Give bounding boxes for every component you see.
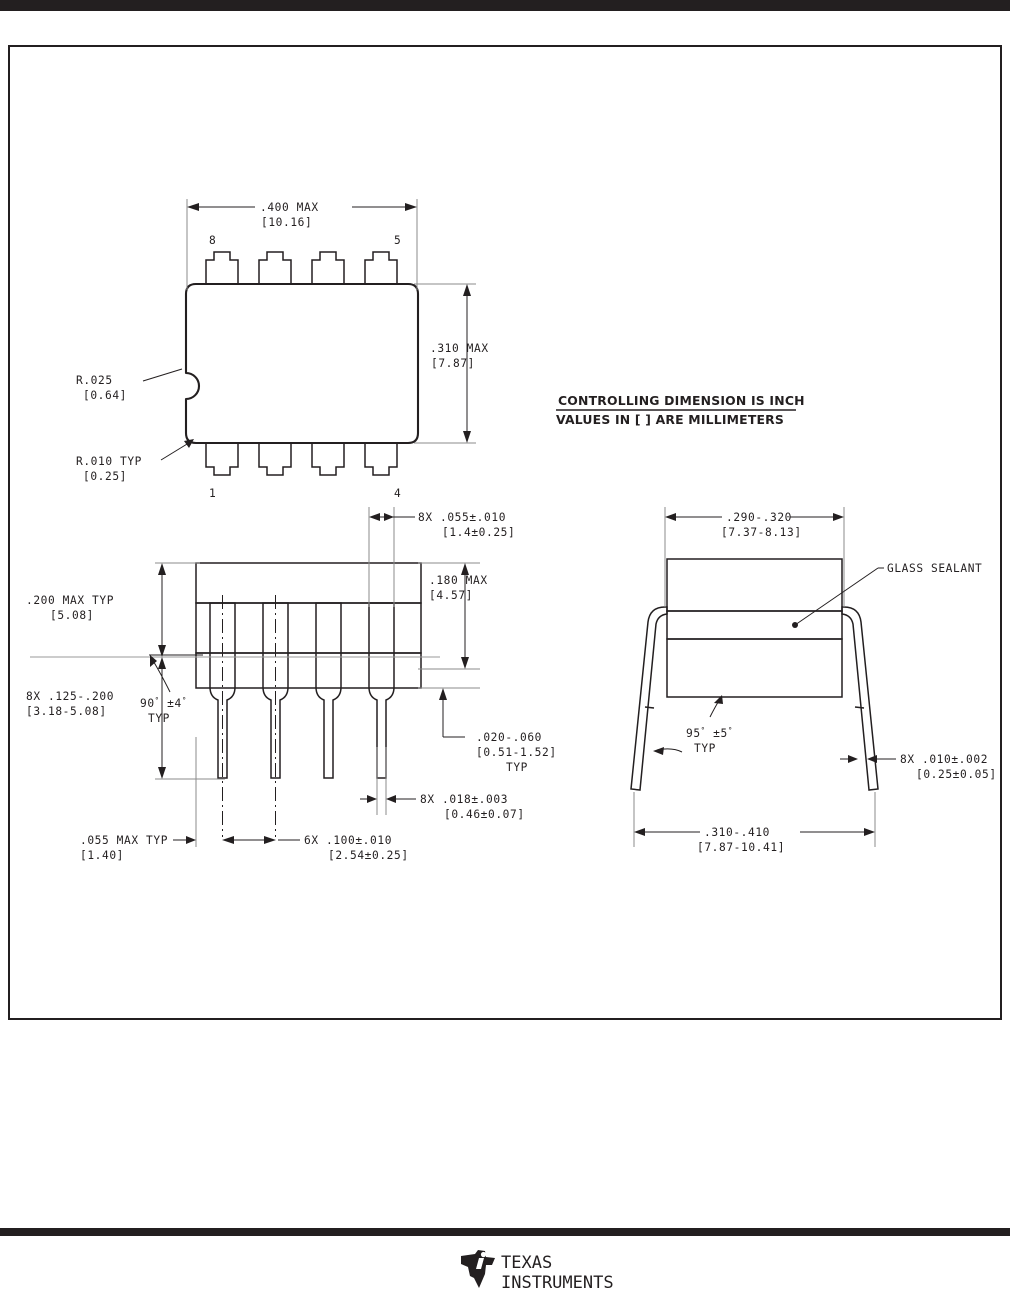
front-seating-mm: [0.51-1.52] [476,746,557,759]
front-lead-angle-value: 90° ±4° [140,696,187,710]
corner-radius-inch: R.025 [76,374,113,387]
side-lead-span-inch: .310-.410 [704,826,770,839]
front-shoulder-mm: [1.40] [80,849,124,862]
front-pitch-mm: [2.54±0.25] [328,849,409,862]
front-lead-thickness-mm: [0.46±0.07] [444,808,525,821]
front-lead-thickness-inch: 8X .018±.003 [420,793,508,806]
front-lead-angle-callout: 90° ±4° TYP [140,654,203,725]
front-standoff-dimension: .200 MAX TYP [5.08] [26,562,200,657]
page-bottom-rule [0,1228,1010,1236]
front-seating-inch: .020-.060 [476,731,542,744]
front-view-group: 8X .055±.010 [1.4±0.25] .180 MAX [4.57] … [26,507,557,862]
top-view-pins-upper [205,251,398,284]
front-standoff-inch: .200 MAX TYP [26,594,114,607]
side-body-width-dimension: .290-.320 [7.37-8.13] [664,507,845,607]
note-line-1: CONTROLLING DIMENSION IS INCH [558,393,805,408]
top-width-inch: .400 MAX [260,201,319,214]
side-lead-angle-callout: 95° ±5° TYP [653,695,733,755]
front-body-height-inch: .180 MAX [429,574,488,587]
front-shoulder-callout: .055 MAX TYP [1.40] [80,737,197,862]
top-view-width-dimension: .400 MAX [10.16] [186,199,418,290]
side-lead-span-mm: [7.87-10.41] [697,841,785,854]
texas-instruments-logo: TEXAS INSTRUMENTS [455,1248,635,1293]
front-lead-length-mm: [3.18-5.08] [26,705,107,718]
controlling-dimension-note: CONTROLLING DIMENSION IS INCH VALUES IN … [556,393,805,427]
mechanical-drawing-frame: 8 5 1 4 .400 MAX [10.16] .310 MAX [7.87] [8,45,1002,1020]
side-lead-angle-value: 95° ±5° [686,726,733,740]
page-top-rule [0,0,1010,11]
front-lead-width-mm: [1.4±0.25] [442,526,515,539]
package-outline-drawing: 8 5 1 4 .400 MAX [10.16] .310 MAX [7.87] [26,199,997,862]
front-body-cap [195,562,422,604]
lead-radius-callout: R.010 TYP [0.25] [76,439,194,483]
front-lead-length-inch: 8X .125-.200 [26,690,114,703]
front-lead-length-dimension: 8X .125-.200 [3.18-5.08] [26,657,225,780]
side-body-bottom [666,638,843,698]
top-view-body-outline [184,282,420,445]
lead-radius-inch: R.010 TYP [76,455,142,468]
pin-label-4: 4 [394,487,401,500]
front-seating-typ: TYP [506,761,528,774]
glass-sealant-callout: GLASS SEALANT [792,562,982,628]
front-pitch-inch: 6X .100±.010 [304,834,392,847]
front-lead-thickness-dimension: 8X .018±.003 [0.46±0.07] [360,747,525,821]
glass-sealant-label: GLASS SEALANT [887,562,982,575]
front-lead-angle-typ: TYP [148,712,170,725]
top-view-pins-lower [205,443,398,476]
side-lead-span-dimension: .310-.410 [7.87-10.41] [633,792,876,854]
side-body-width-inch: .290-.320 [726,511,792,524]
side-body-sealant-band [666,610,843,640]
front-body-height-mm: [4.57] [429,589,473,602]
side-body-top [666,558,843,612]
front-seating-dimension: .020-.060 [0.51-1.52] TYP [418,687,557,774]
top-height-inch: .310 MAX [430,342,489,355]
pin-label-1: 1 [209,487,216,500]
lead-radius-mm: [0.25] [83,470,127,483]
front-shoulder-inch: .055 MAX TYP [80,834,168,847]
front-lead-width-inch: 8X .055±.010 [418,511,506,524]
front-pitch-dimension: 6X .100±.010 [2.54±0.25] [222,834,409,862]
side-lead-thickness-mm: [0.25±0.05] [916,768,997,781]
side-view-group: .290-.320 [7.37-8.13] GLASS SEALANT 95° … [630,507,997,854]
front-view-leads [209,602,395,779]
front-body-height-dimension: .180 MAX [4.57] [418,562,488,670]
side-view-leads [630,606,879,791]
corner-radius-mm: [0.64] [83,389,127,402]
top-width-mm: [10.16] [261,216,312,229]
ti-texas-mark [461,1250,495,1288]
top-view-height-dimension: .310 MAX [7.87] [414,283,489,444]
top-height-mm: [7.87] [431,357,475,370]
ti-wordmark-line1: TEXAS [501,1253,552,1273]
front-lead-width-dimension: 8X .055±.010 [1.4±0.25] [368,507,515,607]
front-standoff-mm: [5.08] [50,609,94,622]
front-body-lower [195,652,422,689]
ti-wordmark-line2: INSTRUMENTS [501,1273,614,1292]
pin-label-5: 5 [394,234,401,247]
note-line-2: VALUES IN [ ] ARE MILLIMETERS [556,412,784,427]
side-lead-thickness-dimension: 8X .010±.002 [0.25±0.05] [840,753,997,781]
top-view-group: 8 5 1 4 .400 MAX [10.16] .310 MAX [7.87] [76,199,489,500]
side-body-width-mm: [7.37-8.13] [721,526,802,539]
corner-radius-callout: R.025 [0.64] [76,368,183,402]
side-lead-angle-typ: TYP [694,742,716,755]
side-lead-thickness-inch: 8X .010±.002 [900,753,988,766]
pin-label-8: 8 [209,234,216,247]
front-body-mid [195,602,422,654]
